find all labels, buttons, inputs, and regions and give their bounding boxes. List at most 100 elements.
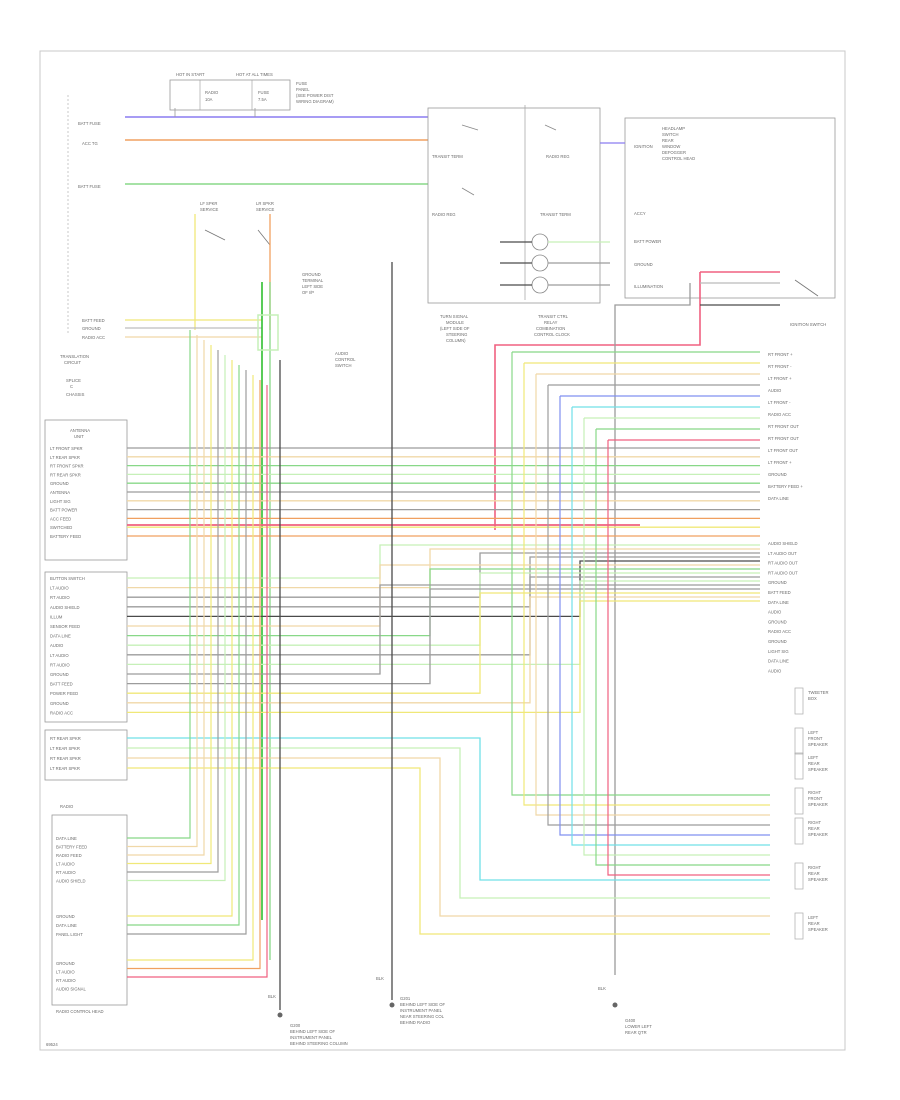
wires-mid — [127, 544, 760, 714]
right-pin-label: LT FRONT OUT — [768, 448, 798, 453]
right-pin-ground: GROUND — [634, 262, 653, 267]
fuse-7-5-amp: 7.5A — [258, 97, 267, 102]
radio-wire — [127, 355, 226, 882]
speaker-label: REAR — [808, 826, 820, 831]
speaker-label: REAR — [808, 921, 820, 926]
right-pin-label: AUDIO — [768, 388, 782, 393]
mid-wire — [127, 548, 760, 589]
label-batt-fuse-1: BATT FUSE — [78, 121, 101, 126]
rear-speaker-wire — [127, 747, 770, 899]
bottom-wire-code-2: BLK — [376, 976, 384, 981]
relay-label-lf: LF SPKR — [200, 201, 217, 206]
mid-pin-label: RT AUDIO — [50, 662, 70, 667]
radio-pin-label: DATA LINE — [56, 923, 77, 928]
relay-label-lr: LR SPKR — [256, 201, 274, 206]
ground-note-3: LEFT SIDE — [302, 284, 323, 289]
transit-ctrl-relay-4: CONTROL CLOCK — [534, 332, 570, 337]
transit-ctrl-relay: TRANSIT CTRL — [538, 314, 569, 319]
speaker-symbol — [794, 912, 804, 940]
mid-pin-label: AUDIO — [50, 643, 64, 648]
ground-g200: G200 BEHIND LEFT SIDE OF INSTRUMENT PANE… — [277, 1012, 348, 1046]
fuse-panel-label: FUSE — [296, 81, 307, 86]
speaker-label: LEFT — [808, 755, 819, 760]
mid-wire — [127, 552, 760, 598]
speaker-symbol — [794, 727, 804, 755]
wires-lower — [127, 737, 770, 935]
relay-transit-term-1: TRANSIT TERM — [432, 154, 463, 159]
speakers: TWEETERBOXLEFTFRONTSPEAKERLEFTREARSPEAKE… — [794, 687, 828, 940]
radio-pin-label: RT AUDIO — [56, 978, 76, 983]
antenna-title-2: UNIT — [74, 434, 84, 439]
right-pin-label: LT FRONT + — [768, 460, 792, 465]
green-cluster: GROUND TERMINAL LEFT SIDE OF I/P AUDIO C… — [257, 272, 356, 960]
right-pin-label: LT AUDIO OUT — [768, 551, 797, 556]
speaker-feed-wire — [607, 440, 770, 876]
mid-pin-label: GROUND — [50, 672, 69, 677]
translation-circuit-2: CIRCUIT — [64, 360, 81, 365]
chassis-ground: CHASSIS — [66, 392, 85, 397]
right-pin-label: RT FRONT - — [768, 364, 792, 369]
speaker-symbol — [794, 817, 804, 845]
left-top-labels: BATT FUSE ACC TG BATT FUSE — [67, 95, 101, 335]
junction-batt-feed: BATT FEED — [82, 318, 105, 323]
speaker-feed-wire — [571, 407, 770, 846]
radio-pin-label: DATA LINE — [56, 836, 77, 841]
bottom-wire-code-3: BLK — [598, 986, 606, 991]
speaker-symbol — [794, 787, 804, 815]
right-pin-label: GROUND — [768, 639, 787, 644]
right-module-title-4: WINDOW — [662, 144, 680, 149]
speaker-label: LEFT — [808, 915, 819, 920]
audio-control-switch-2: CONTROL — [335, 357, 356, 362]
svg-text:LOWER LEFT: LOWER LEFT — [625, 1024, 652, 1029]
junction-radio-acc: RADIO ACC — [82, 335, 105, 340]
center-relay-block: TRANSIT TERM RADIO REG RADIO REG TRANSIT… — [427, 105, 610, 343]
ground-g201: G201 BEHIND LEFT SIDE OF INSTRUMENT PANE… — [389, 996, 446, 1025]
ignition-switch-label: IGNITION SWITCH — [790, 322, 826, 327]
mid-wire — [127, 600, 760, 714]
radio-wire — [127, 340, 205, 856]
radio-pin-label: GROUND — [56, 914, 75, 919]
wires-vertical — [511, 351, 770, 876]
svg-text:G201: G201 — [400, 996, 411, 1001]
svg-text:G200: G200 — [290, 1023, 301, 1028]
svg-text:BEHIND LEFT SIDE OF: BEHIND LEFT SIDE OF — [290, 1029, 336, 1034]
radio-pin-label: RADIO FEED — [56, 853, 82, 858]
junction-ground: GROUND — [82, 326, 101, 331]
ground-note: GROUND — [302, 272, 321, 277]
antenna-pin-label: ACC FEED — [50, 516, 71, 521]
svg-text:G400: G400 — [625, 1018, 636, 1023]
grounds: BLK BLK BLK G200 BEHIND LEFT SIDE OF INS… — [46, 262, 652, 1047]
speaker-label: REAR — [808, 761, 820, 766]
relay-label-lf-2: SERVICE — [200, 207, 219, 212]
wires-radio — [127, 330, 268, 978]
svg-text:REAR QTR: REAR QTR — [625, 1030, 647, 1035]
wires-upper — [127, 447, 760, 537]
transit-ctrl-relay-3: COMBINATION — [536, 326, 565, 331]
right-pin-label: BATTERY FEED + — [768, 484, 803, 489]
audio-control-switch-3: SWITCH — [335, 363, 352, 368]
lower-pin-label: RT REAR SPKR — [50, 756, 81, 761]
mid-pin-label: BATT FEED — [50, 682, 73, 687]
speaker-label: RIGHT — [808, 865, 821, 870]
svg-text:BEHIND LEFT SIDE OF: BEHIND LEFT SIDE OF — [400, 1002, 446, 1007]
speaker-label: BOX — [808, 696, 817, 701]
relay-radio-reg-1: RADIO REG — [546, 154, 570, 159]
turn-signal-module-4: STEERING — [446, 332, 467, 337]
mid-wire — [127, 584, 760, 675]
right-pin-label: RADIO ACC — [768, 629, 791, 634]
speaker-feed-wire — [595, 429, 770, 866]
mid-pin-label: POWER FEED — [50, 691, 78, 696]
fuse-label-hot-in-start: HOT IN START — [176, 72, 205, 77]
mid-pin-label: AUDIO SHIELD — [50, 605, 80, 610]
fuse-panel-label-4: WIRING DIAGRAM) — [296, 99, 334, 104]
speaker-symbol — [794, 752, 804, 780]
label-acc-tg: ACC TG — [82, 141, 98, 146]
right-pin-label: RT FRONT OUT — [768, 436, 799, 441]
speaker-symbol — [794, 687, 804, 715]
right-module-title-2: SWITCH — [662, 132, 679, 137]
splice-c-2: C — [70, 384, 73, 389]
relay-radio-reg-2: RADIO REG — [432, 212, 456, 217]
